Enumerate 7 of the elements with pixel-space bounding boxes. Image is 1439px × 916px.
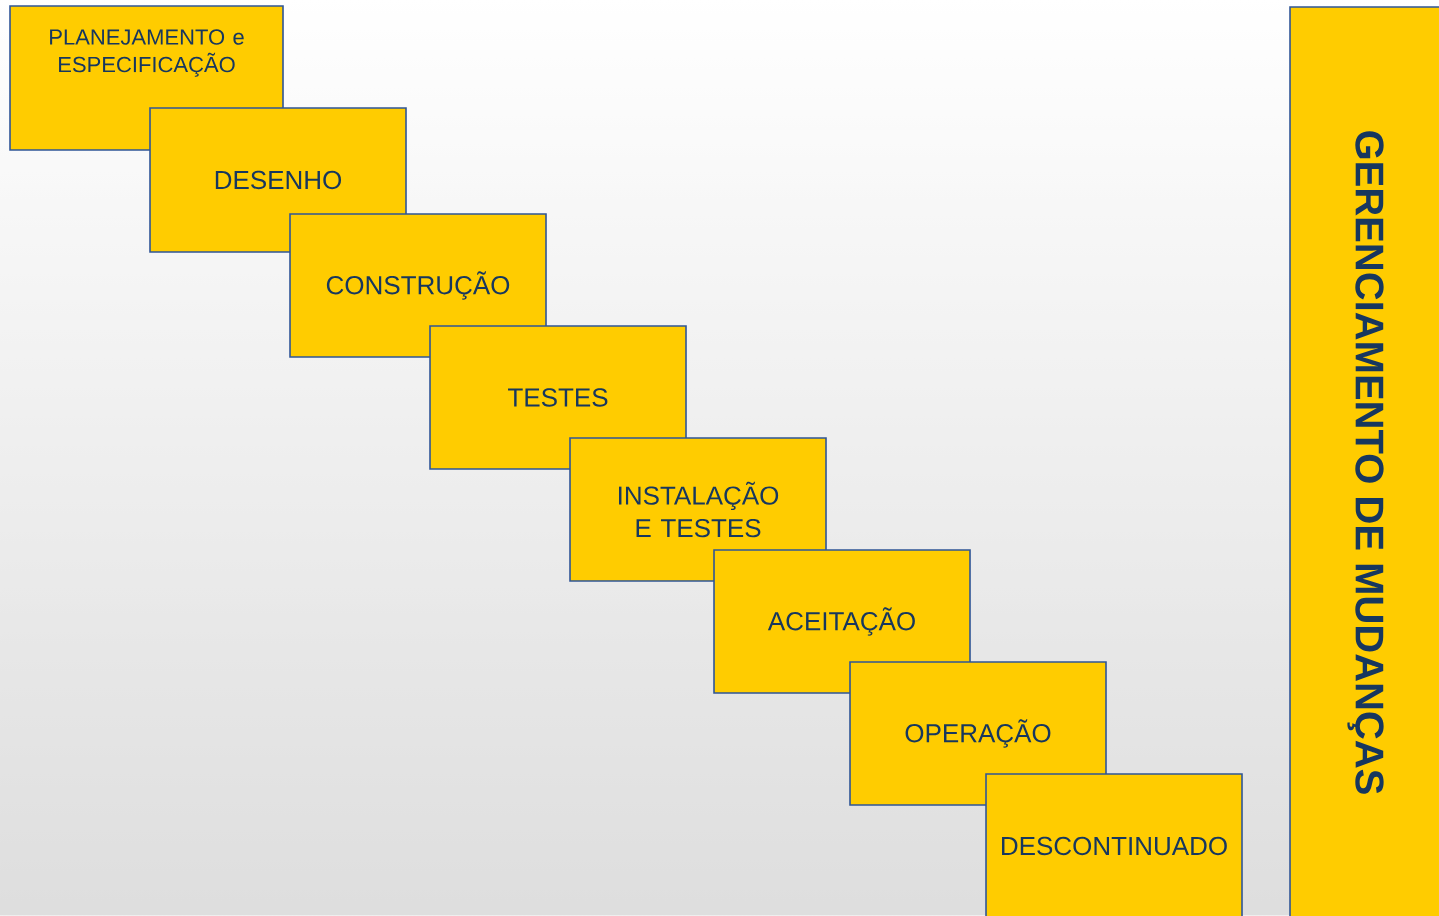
side-band: GERENCIAMENTO DE MUDANÇAS [1289,6,1439,916]
stage-box: ACEITAÇÃO [713,549,971,694]
stage-box: DESCONTINUADO [985,773,1243,916]
stage-box: TESTES [429,325,687,470]
stage-box: OPERAÇÃO [849,661,1107,806]
stage-box: CONSTRUÇÃO [289,213,547,358]
stage-box: INSTALAÇÃO E TESTES [569,437,827,582]
